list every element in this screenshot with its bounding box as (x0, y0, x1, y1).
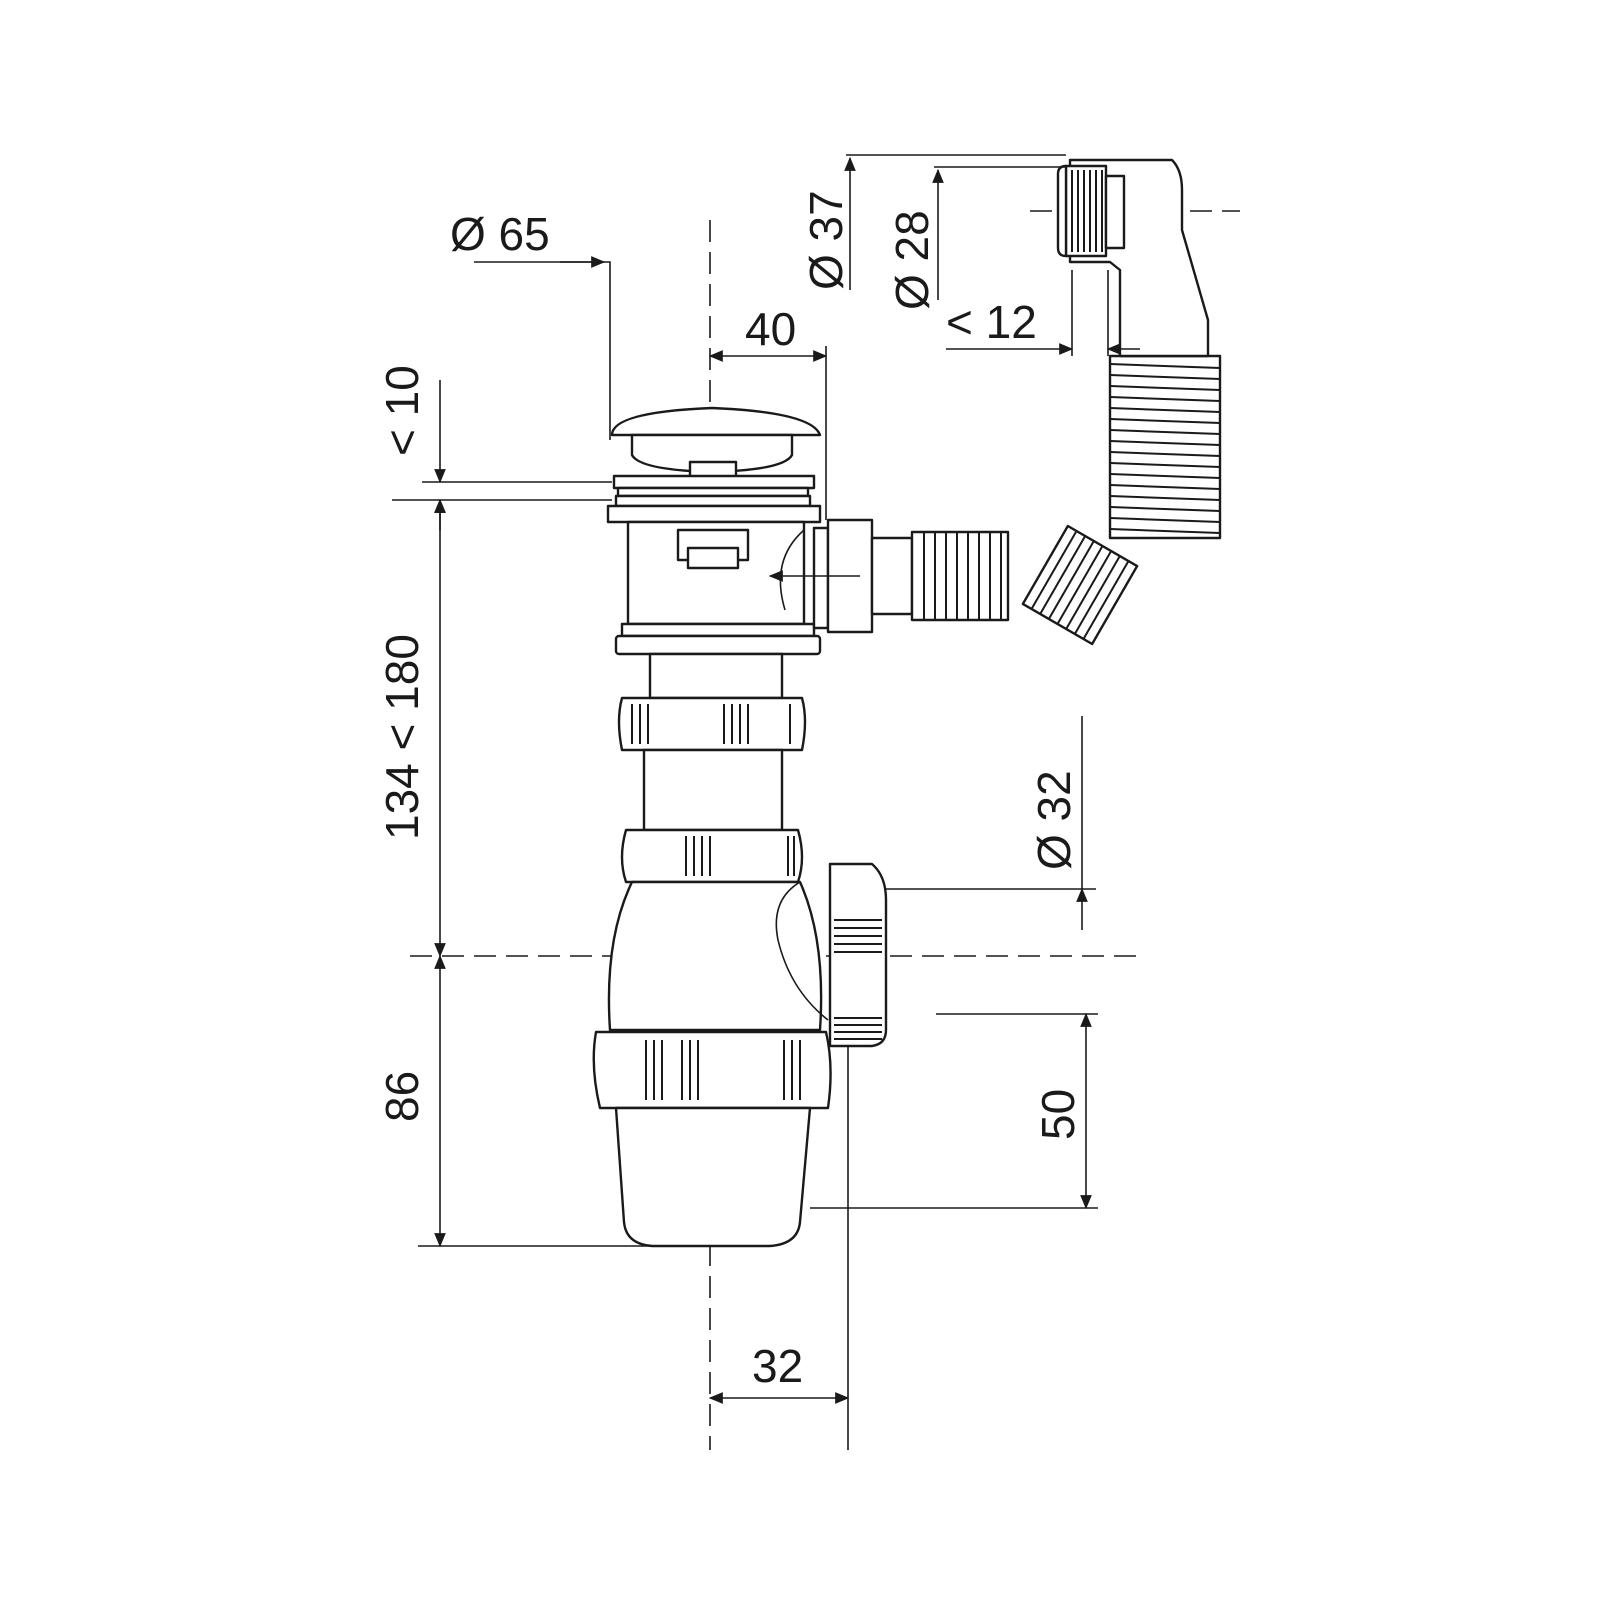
hose-rib (1082, 560, 1130, 640)
hose-rib (1065, 550, 1113, 630)
hose-rib (1109, 506, 1221, 512)
dimension-lines (392, 154, 1140, 1450)
hose-segment-horizontal (910, 530, 1010, 622)
label-outlet-diameter: Ø 32 (1028, 770, 1080, 870)
label-height-range: 134 < 180 (376, 634, 428, 840)
plug-cap (610, 406, 822, 437)
trap-nut-grip (685, 836, 795, 876)
overflow-threads (1071, 170, 1103, 252)
trap-bottom-cup (614, 1106, 812, 1248)
side-outlet-tail (870, 536, 914, 616)
hose-rib (1109, 462, 1221, 468)
label-depth-86: 86 (376, 1071, 428, 1122)
trap-outlet-nut (828, 862, 888, 1048)
hose-ribs-horizontal (923, 532, 1002, 620)
hose-rib (1109, 407, 1221, 413)
flange-ring-1 (612, 474, 816, 490)
waste-body (614, 518, 914, 656)
hose-ribs-vertical (1109, 363, 1221, 534)
hose-rib (1030, 530, 1078, 610)
lower-flange-2 (614, 634, 822, 656)
hose-rib (1109, 396, 1221, 402)
upper-nut-grip (631, 704, 791, 744)
hose-rib (1073, 555, 1121, 635)
bottom-nut-grip (645, 1040, 801, 1100)
label-overflow-12: < 12 (946, 296, 1037, 348)
flange-seal (606, 504, 822, 524)
dimension-labels: Ø 65 40 Ø 37 Ø 28 < 12 < 10 134 < 180 Ø … (376, 190, 1084, 1392)
label-offset-40: 40 (745, 303, 796, 355)
hose-rib (1109, 484, 1221, 490)
hose-rib (1109, 451, 1221, 457)
hose-rib (1109, 517, 1221, 523)
hose-rib (1047, 540, 1095, 620)
popup-plug (606, 406, 822, 524)
tail-pipe-upper (648, 652, 784, 700)
inner-nut-lower (686, 546, 740, 570)
overflow-cover-face (1056, 164, 1068, 258)
dim-65-leader (474, 261, 611, 440)
hose-rib (1109, 363, 1221, 369)
hose-rib (1056, 545, 1104, 625)
hose-rib (1109, 418, 1221, 424)
tail-pipe (617, 652, 807, 884)
body-curve (779, 529, 805, 611)
bottle-trap-nut (620, 828, 804, 884)
hose-rib (1109, 385, 1221, 391)
hose-ribs-angled (1030, 530, 1130, 640)
hose-rib (1109, 473, 1221, 479)
outlet-nut-grip (834, 919, 882, 1040)
overflow-collar (1104, 174, 1126, 250)
hose-rib (1109, 429, 1221, 435)
label-top-diameter: Ø 65 (450, 208, 550, 260)
label-height-50: 50 (1032, 1089, 1084, 1140)
trap-bottom-nut (592, 1030, 832, 1110)
hose-rib (1039, 535, 1087, 615)
label-height-10: < 10 (376, 365, 428, 456)
bottle-trap (592, 862, 888, 1248)
tail-pipe-lower (642, 748, 784, 832)
trap-bottle-body (607, 880, 823, 1032)
hose-rib (1109, 495, 1221, 501)
lower-flange-1 (620, 622, 816, 638)
label-offset-32: 32 (752, 1340, 803, 1392)
upper-nut (617, 696, 807, 752)
label-overflow-28: Ø 28 (886, 210, 938, 310)
overflow-head (1056, 158, 1210, 358)
overflow-hose (910, 354, 1222, 646)
trap-body-curve (775, 881, 829, 1021)
side-outlet-collar (812, 526, 830, 630)
hose-rib (1109, 374, 1221, 380)
label-overflow-37: Ø 37 (800, 190, 852, 290)
flange-ring-3 (614, 494, 812, 508)
hose-rib (1109, 440, 1221, 446)
hose-rib (1109, 528, 1221, 534)
